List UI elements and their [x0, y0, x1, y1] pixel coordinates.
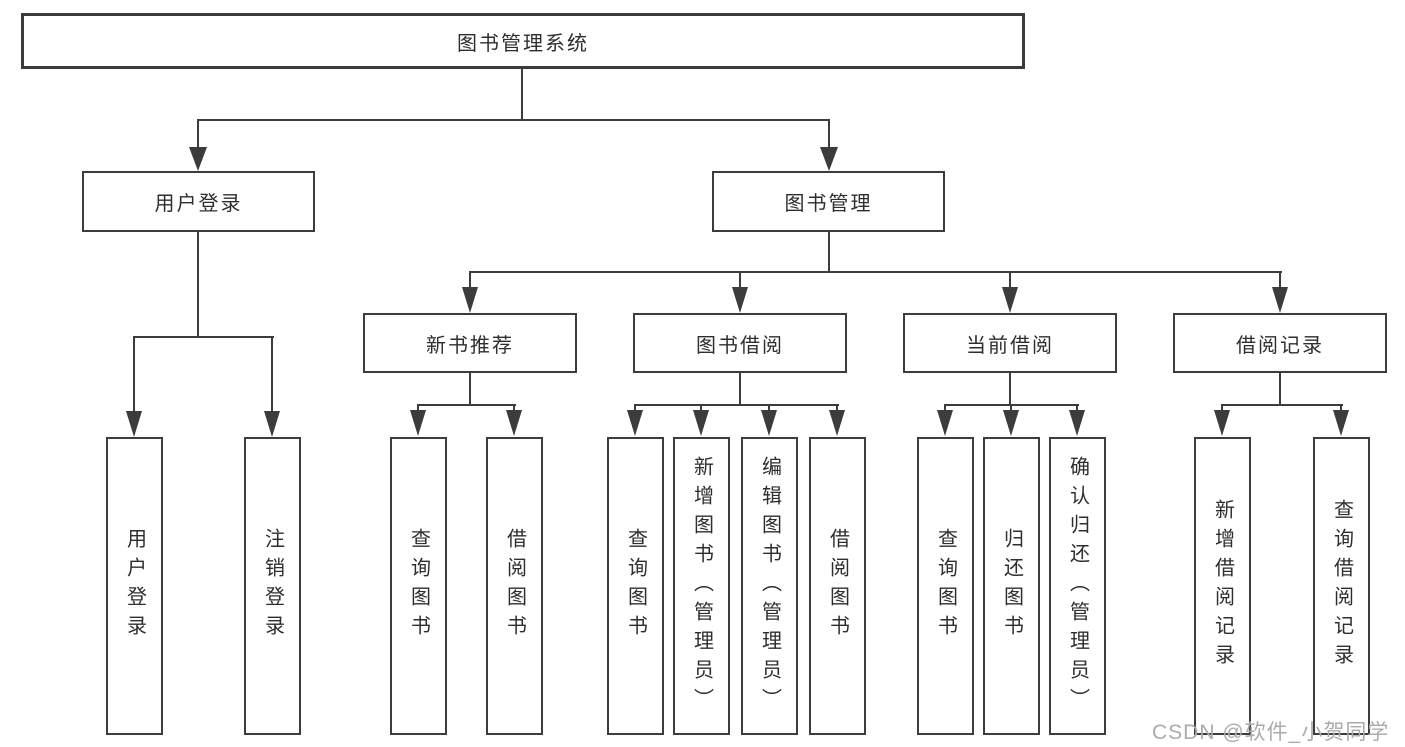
connector-line	[700, 405, 702, 411]
node-new-book-recommend: 新书推荐	[363, 313, 577, 373]
connector-line	[1279, 373, 1281, 405]
connector-line	[768, 405, 770, 411]
leaf-query-book-borrow-label: 查询图书	[624, 528, 647, 644]
connector-line	[634, 404, 839, 406]
node-borrow-records-label: 借阅记录	[1236, 334, 1324, 357]
node-user-login: 用户登录	[82, 171, 315, 232]
connector-line	[944, 405, 946, 411]
leaf-confirm-return-admin-label: 确认归还（管理员）	[1066, 455, 1089, 717]
leaf-add-borrow-record: 新增借阅记录	[1194, 437, 1251, 735]
arrowhead-down-icon	[1069, 410, 1085, 436]
leaf-borrow-book-recommend-label: 借阅图书	[503, 528, 526, 644]
node-current-borrow-label: 当前借阅	[966, 334, 1054, 357]
connector-line	[521, 69, 523, 120]
arrowhead-down-icon	[693, 410, 709, 436]
connector-line	[1076, 405, 1078, 411]
arrowhead-down-icon	[1272, 287, 1288, 313]
node-new-book-recommend-label: 新书推荐	[426, 334, 514, 357]
leaf-return-book-label: 归还图书	[1000, 528, 1023, 644]
connector-line	[133, 336, 274, 338]
leaf-borrow-book: 借阅图书	[809, 437, 866, 735]
leaf-query-borrow-record: 查询借阅记录	[1313, 437, 1370, 735]
connector-line	[417, 405, 419, 411]
arrowhead-down-icon	[1214, 410, 1230, 436]
connector-line	[1340, 405, 1342, 411]
connector-line	[469, 373, 471, 405]
csdn-watermark: CSDN @软件_小贺同学	[1152, 721, 1390, 744]
arrowhead-down-icon	[1002, 287, 1018, 313]
connector-line	[271, 337, 273, 412]
leaf-query-book-current-label: 查询图书	[934, 528, 957, 644]
leaf-query-book-recommend-label: 查询图书	[407, 528, 430, 644]
arrowhead-down-icon	[506, 410, 522, 436]
leaf-edit-book-admin: 编辑图书（管理员）	[741, 437, 798, 735]
leaf-query-book-borrow: 查询图书	[607, 437, 664, 735]
connector-line	[469, 272, 471, 288]
leaf-logout-label: 注销登录	[261, 528, 284, 644]
leaf-add-book-admin-label: 新增图书（管理员）	[690, 455, 713, 717]
arrowhead-down-icon	[264, 411, 280, 437]
node-book-borrow-label: 图书借阅	[696, 334, 784, 357]
node-root-label: 图书管理系统	[457, 32, 589, 55]
leaf-query-borrow-record-label: 查询借阅记录	[1330, 499, 1353, 673]
arrowhead-down-icon	[126, 411, 142, 437]
connector-line	[828, 232, 830, 272]
arrowhead-down-icon	[189, 147, 207, 171]
node-book-management: 图书管理	[712, 171, 945, 232]
leaf-query-book-recommend: 查询图书	[390, 437, 447, 735]
leaf-user-login-label: 用户登录	[123, 528, 146, 644]
leaf-borrow-book-label: 借阅图书	[826, 528, 849, 644]
leaf-return-book: 归还图书	[983, 437, 1040, 735]
node-root: 图书管理系统	[21, 13, 1025, 69]
connector-line	[469, 271, 1282, 273]
arrowhead-down-icon	[1333, 410, 1349, 436]
connector-line	[133, 337, 135, 412]
leaf-user-login: 用户登录	[106, 437, 163, 735]
connector-line	[1010, 405, 1012, 411]
arrowhead-down-icon	[1003, 410, 1019, 436]
connector-line	[1009, 272, 1011, 288]
arrowhead-down-icon	[820, 147, 838, 171]
connector-line	[1221, 405, 1223, 411]
arrowhead-down-icon	[410, 410, 426, 436]
node-user-login-label: 用户登录	[154, 193, 243, 215]
connector-line	[828, 120, 830, 149]
connector-line	[197, 119, 830, 121]
leaf-logout: 注销登录	[244, 437, 301, 735]
leaf-query-book-current: 查询图书	[917, 437, 974, 735]
connector-line	[634, 405, 636, 411]
connector-line	[739, 373, 741, 405]
connector-line	[197, 120, 199, 149]
node-book-management-label: 图书管理	[784, 193, 873, 215]
connector-line	[1221, 404, 1343, 406]
arrowhead-down-icon	[761, 410, 777, 436]
arrowhead-down-icon	[829, 410, 845, 436]
connector-line	[1009, 373, 1011, 405]
leaf-add-book-admin: 新增图书（管理员）	[673, 437, 730, 735]
leaf-edit-book-admin-label: 编辑图书（管理员）	[758, 455, 781, 717]
leaf-add-borrow-record-label: 新增借阅记录	[1211, 499, 1234, 673]
node-current-borrow: 当前借阅	[903, 313, 1117, 373]
connector-line	[197, 232, 199, 337]
leaf-confirm-return-admin: 确认归还（管理员）	[1049, 437, 1106, 735]
connector-line	[1279, 272, 1281, 288]
arrowhead-down-icon	[732, 287, 748, 313]
leaf-borrow-book-recommend: 借阅图书	[486, 437, 543, 735]
node-book-borrow: 图书借阅	[633, 313, 847, 373]
arrowhead-down-icon	[627, 410, 643, 436]
connector-line	[513, 405, 515, 411]
connector-line	[417, 404, 516, 406]
arrowhead-down-icon	[462, 287, 478, 313]
connector-line	[739, 272, 741, 288]
arrowhead-down-icon	[937, 410, 953, 436]
connector-line	[836, 405, 838, 411]
node-borrow-records: 借阅记录	[1173, 313, 1387, 373]
